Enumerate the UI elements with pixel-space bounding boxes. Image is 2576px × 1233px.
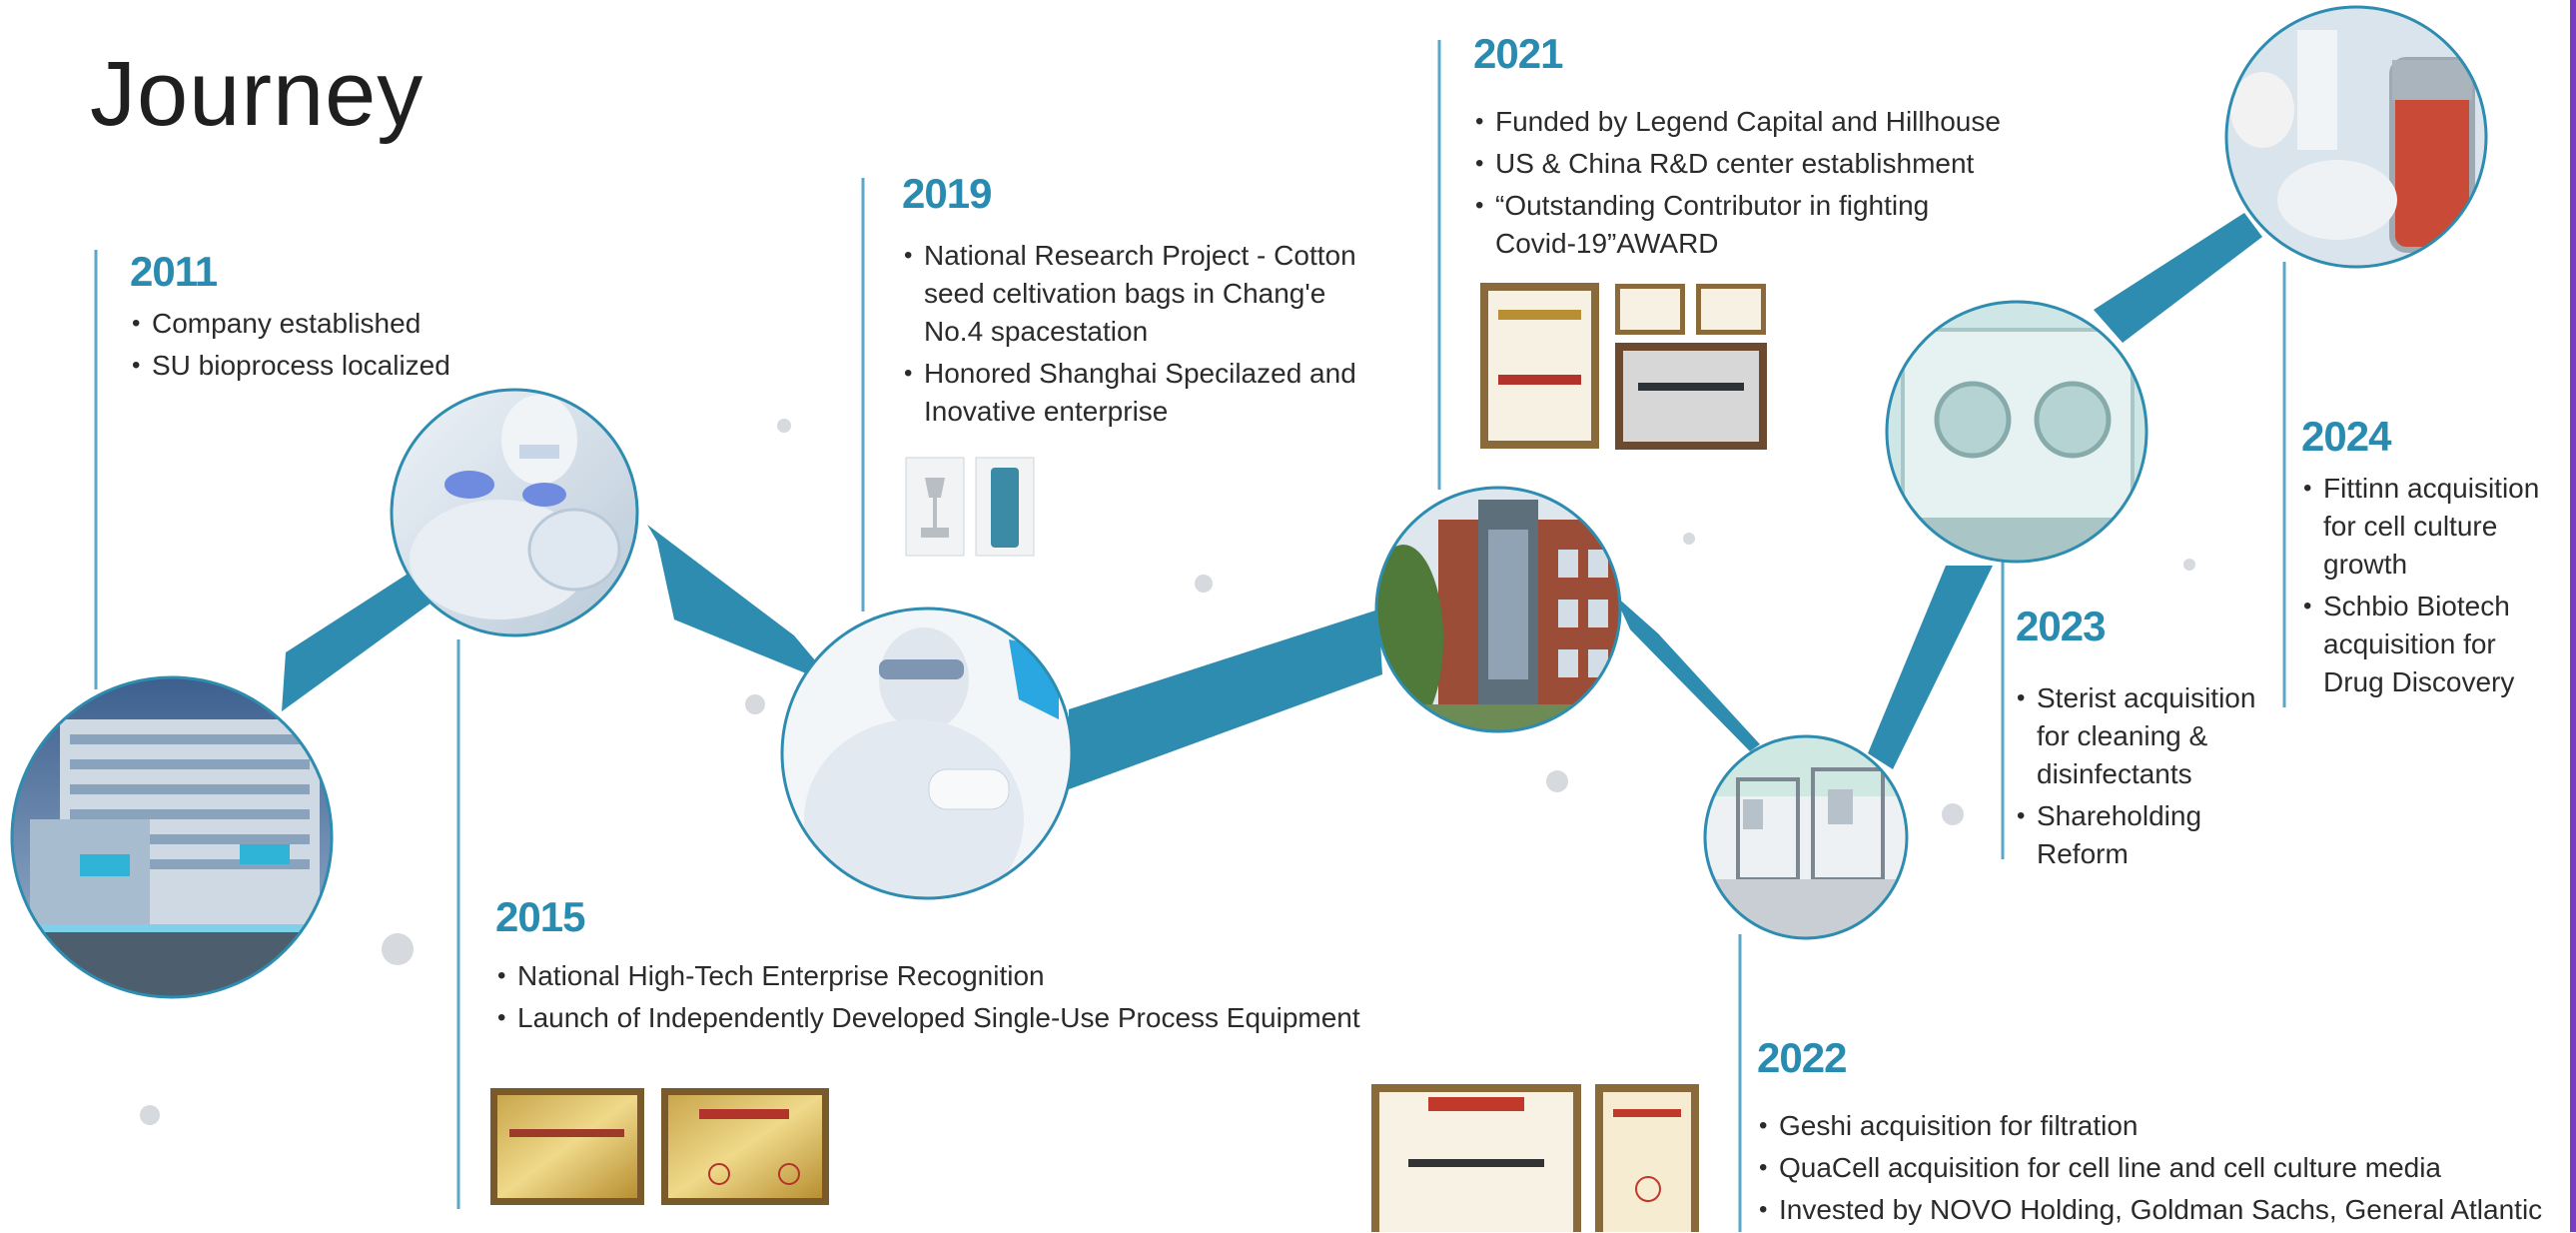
connector-2-3	[647, 525, 821, 675]
year-label-2022: 2022	[1757, 1034, 1847, 1081]
year-label-2021: 2021	[1473, 30, 1563, 77]
milestone-item: Schbio Biotech acquisition for Drug Disc…	[2301, 588, 2571, 701]
building-photo	[10, 675, 334, 999]
connector-1-2	[282, 573, 431, 711]
cleanroom-worker-photo	[390, 388, 639, 637]
brick-building-photo	[1374, 486, 1622, 733]
equipment-photo	[1703, 734, 1909, 940]
bioreactor-photo	[2224, 5, 2488, 269]
page-title: Journey	[90, 43, 425, 145]
connector-5-6	[1868, 566, 1993, 769]
milestone-item: “Outstanding Contributor in fighting Cov…	[1473, 187, 2033, 263]
connector-4-5	[1614, 595, 1760, 751]
milestone-list-2019: National Research Project - Cotton seed …	[902, 237, 1381, 435]
connector-6-7	[2094, 213, 2262, 343]
milestone-item: National High-Tech Enterprise Recognitio…	[495, 957, 1454, 995]
milestone-item: Honored Shanghai Specilazed and Inovativ…	[902, 355, 1381, 431]
page-edge-line	[2570, 0, 2576, 1232]
milestone-item: Company established	[130, 305, 489, 343]
trophy-image-1	[905, 457, 965, 557]
year-label-2023: 2023	[2016, 603, 2106, 649]
milestone-list-2022: Geshi acquisition for filtration QuaCell…	[1757, 1107, 2556, 1233]
milestone-item: National Research Project - Cotton seed …	[902, 237, 1381, 351]
milestone-list-2021: Funded by Legend Capital and Hillhouse U…	[1473, 103, 2033, 267]
milestone-item: Invested by NOVO Holding, Goldman Sachs,…	[1757, 1191, 2556, 1229]
decorative-dots	[140, 419, 2195, 1125]
lab-operator-photo	[780, 607, 1074, 900]
certificate-images-2015	[490, 1088, 829, 1205]
milestone-item: Geshi acquisition for filtration	[1757, 1107, 2556, 1145]
year-label-2019: 2019	[902, 170, 992, 217]
milestone-item: Launch of Independently Developed Single…	[495, 999, 1454, 1037]
milestone-item: Fittinn acquisition for cell culture gro…	[2301, 470, 2571, 584]
glovebox-photo	[1885, 300, 2148, 564]
milestone-item: QuaCell acquisition for cell line and ce…	[1757, 1149, 2556, 1187]
connectors	[282, 213, 2262, 789]
year-label-2011: 2011	[130, 248, 218, 295]
year-label-2024: 2024	[2301, 413, 2391, 460]
milestone-item: Sterist acquisition for cleaning & disin…	[2015, 679, 2284, 793]
milestone-list-2011: Company established SU bioprocess locali…	[130, 305, 489, 389]
guide-lines	[94, 40, 2286, 1232]
milestone-item: SU bioprocess localized	[130, 347, 489, 385]
milestone-list-2024: Fittinn acquisition for cell culture gro…	[2301, 470, 2571, 705]
connector-3-4	[1069, 610, 1382, 789]
milestone-item: US & China R&D center establishment	[1473, 145, 2033, 183]
milestone-list-2023: Sterist acquisition for cleaning & disin…	[2015, 679, 2284, 877]
milestone-list-2015: National High-Tech Enterprise Recognitio…	[495, 957, 1454, 1041]
year-label-2015: 2015	[495, 893, 585, 940]
certificate-images-2021	[1480, 283, 1767, 450]
trophy-images	[905, 457, 1035, 557]
milestone-item: Shareholding Reform	[2015, 797, 2284, 873]
milestone-item: Funded by Legend Capital and Hillhouse	[1473, 103, 2033, 141]
certificate-images-2022	[1371, 1084, 1699, 1232]
